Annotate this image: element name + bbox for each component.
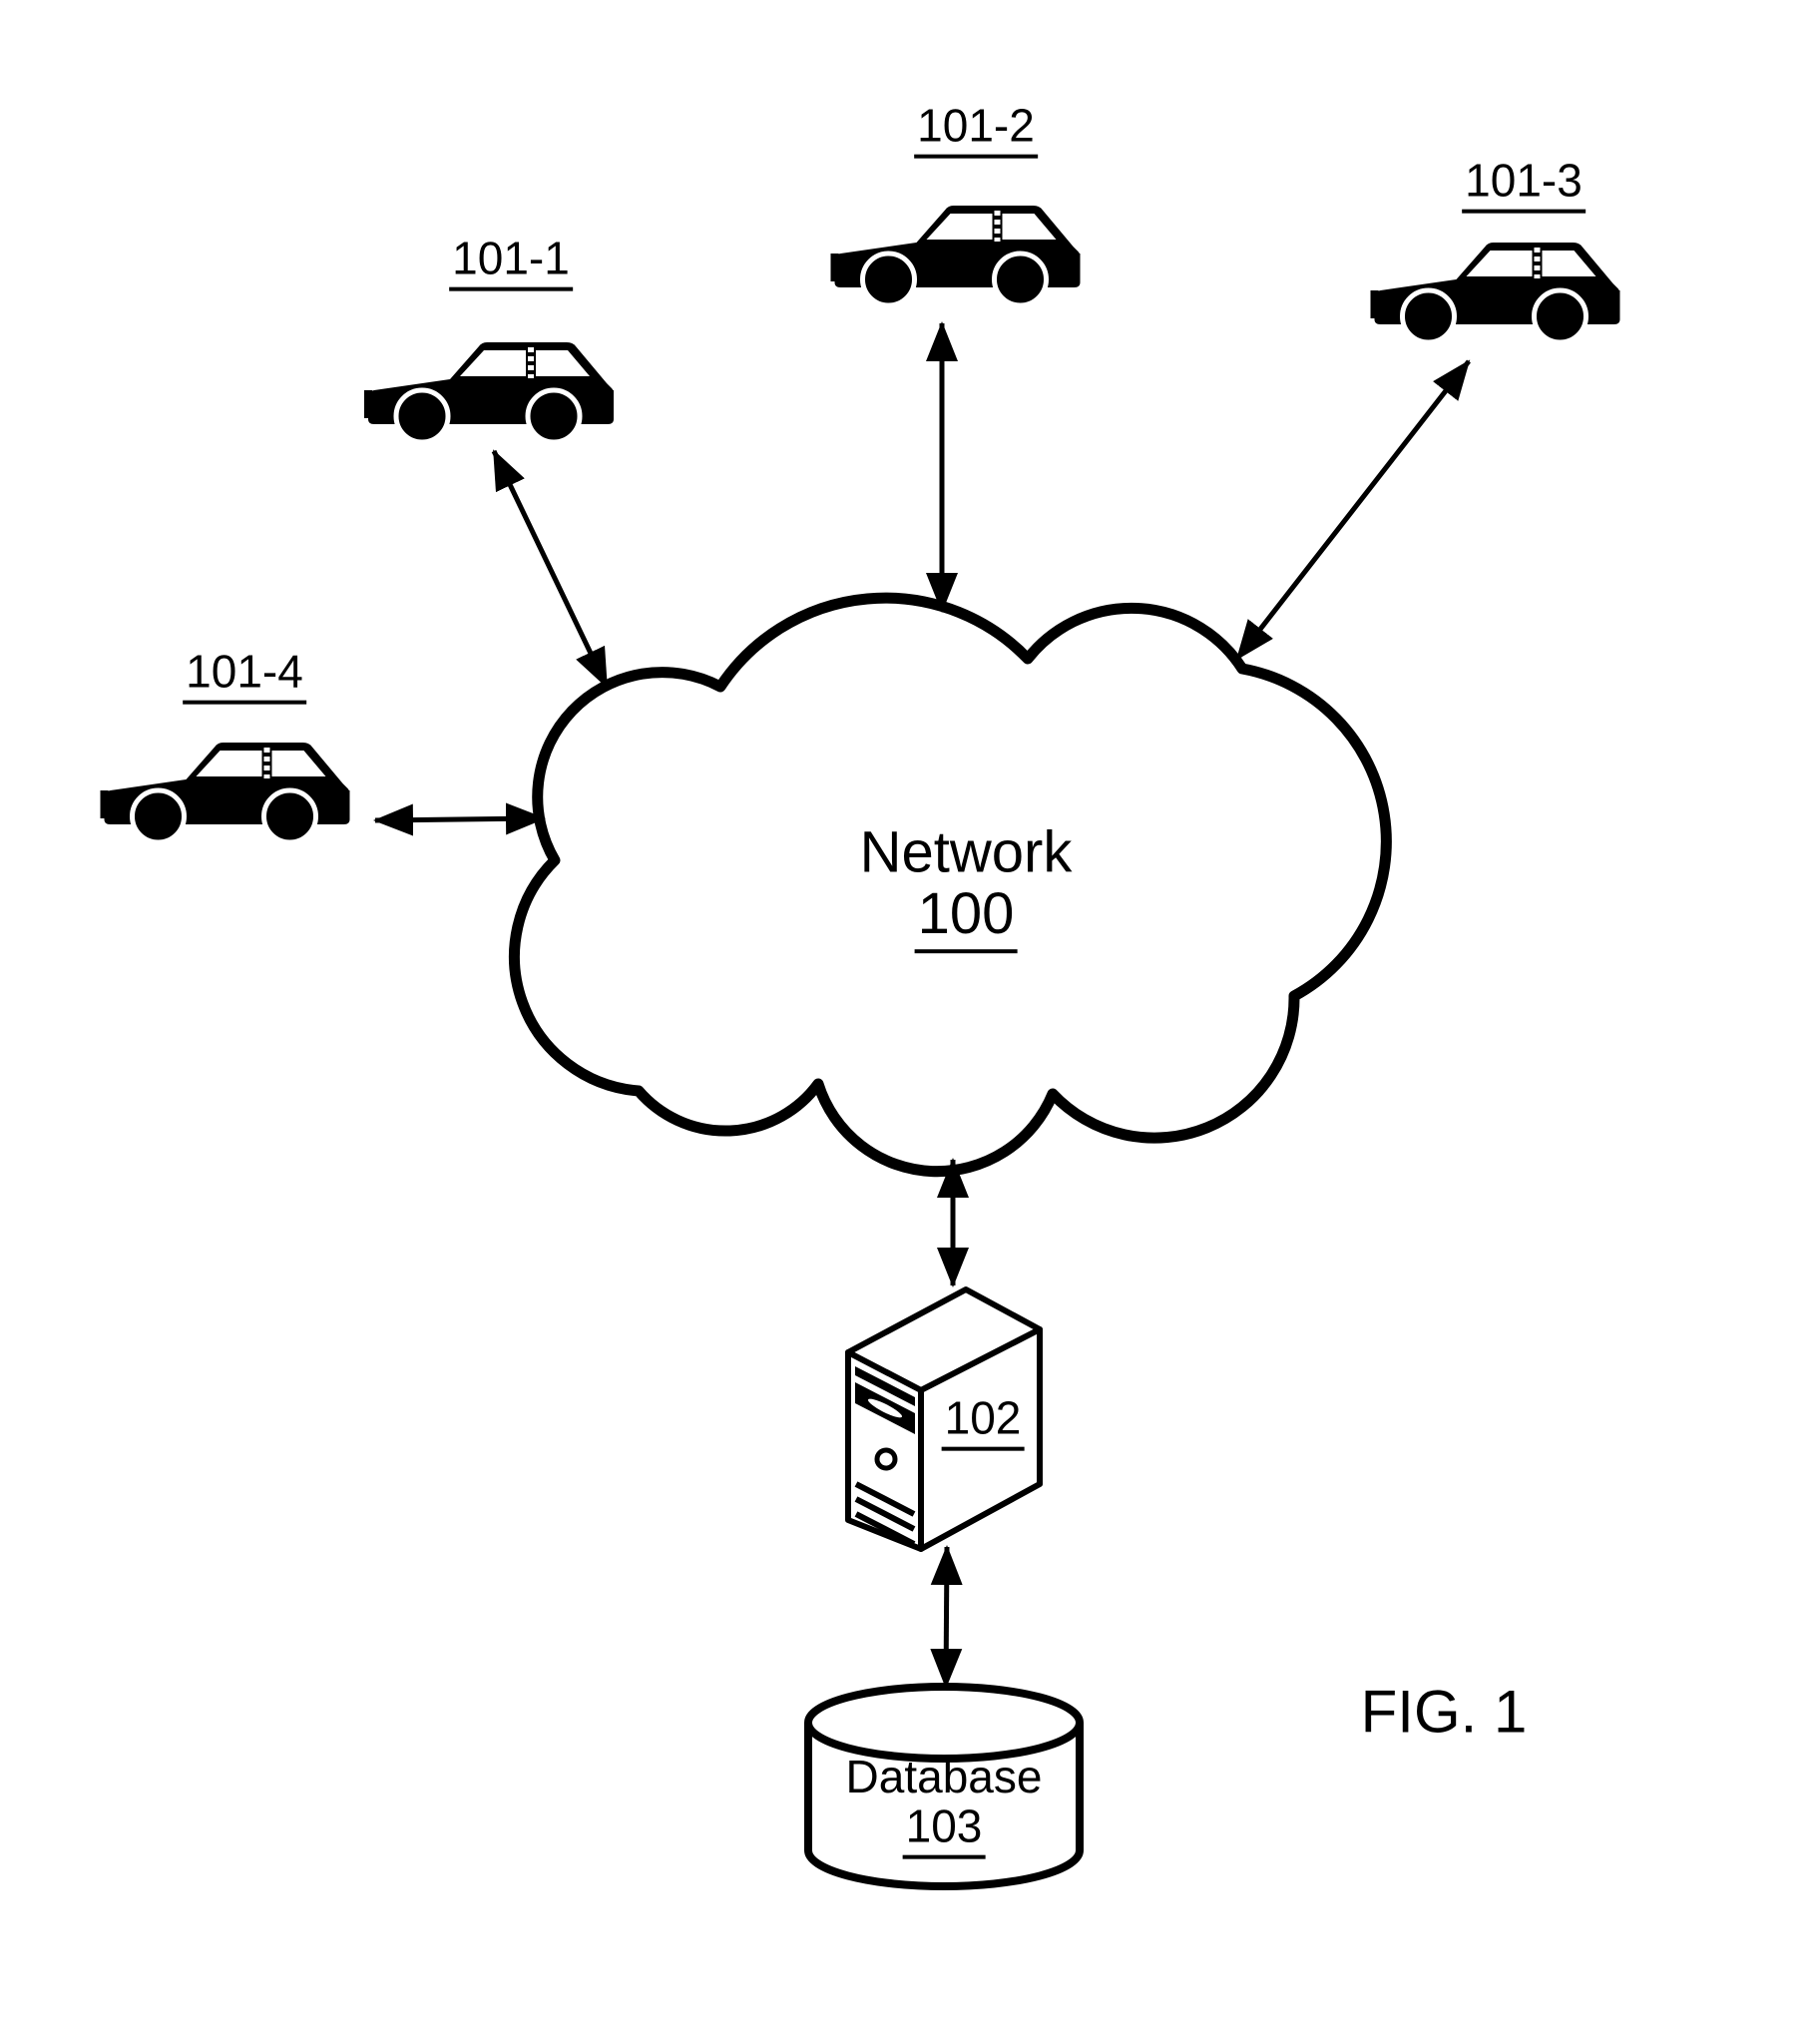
database-ref-label: 103 — [902, 1801, 986, 1859]
car-icon — [364, 342, 614, 442]
server-tower-icon — [845, 1286, 1043, 1552]
car-icon — [101, 743, 350, 842]
server-ref-label: 102 — [941, 1393, 1025, 1451]
cloud-icon — [509, 592, 1392, 1178]
figure-caption: FIG. 1 — [1360, 1678, 1528, 1746]
connection-arrows — [373, 320, 1471, 1689]
car-icon — [1371, 243, 1620, 342]
vehicle-label-101-4: 101-4 — [183, 647, 306, 705]
vehicle-label-101-1: 101-1 — [449, 234, 573, 291]
vehicle-ref: 101-2 — [914, 101, 1038, 159]
double-headed-arrow-icon — [1235, 359, 1471, 661]
database-name-label: Database — [845, 1751, 1043, 1803]
double-headed-arrow-icon — [930, 1545, 963, 1689]
vehicle-label-101-3: 101-3 — [1462, 156, 1585, 214]
network-ref-label: 100 — [914, 883, 1018, 953]
database-cylinder-icon — [804, 1683, 1084, 1890]
double-headed-arrow-icon — [373, 802, 546, 836]
double-headed-arrow-icon — [491, 449, 610, 689]
vehicle-label-101-2: 101-2 — [914, 101, 1038, 159]
network-name-label: Network — [859, 819, 1073, 885]
vehicle-ref: 101-4 — [183, 647, 306, 705]
vehicle-ref: 101-3 — [1462, 156, 1585, 214]
vehicle-ref: 101-1 — [449, 234, 573, 291]
car-icon — [831, 206, 1081, 305]
